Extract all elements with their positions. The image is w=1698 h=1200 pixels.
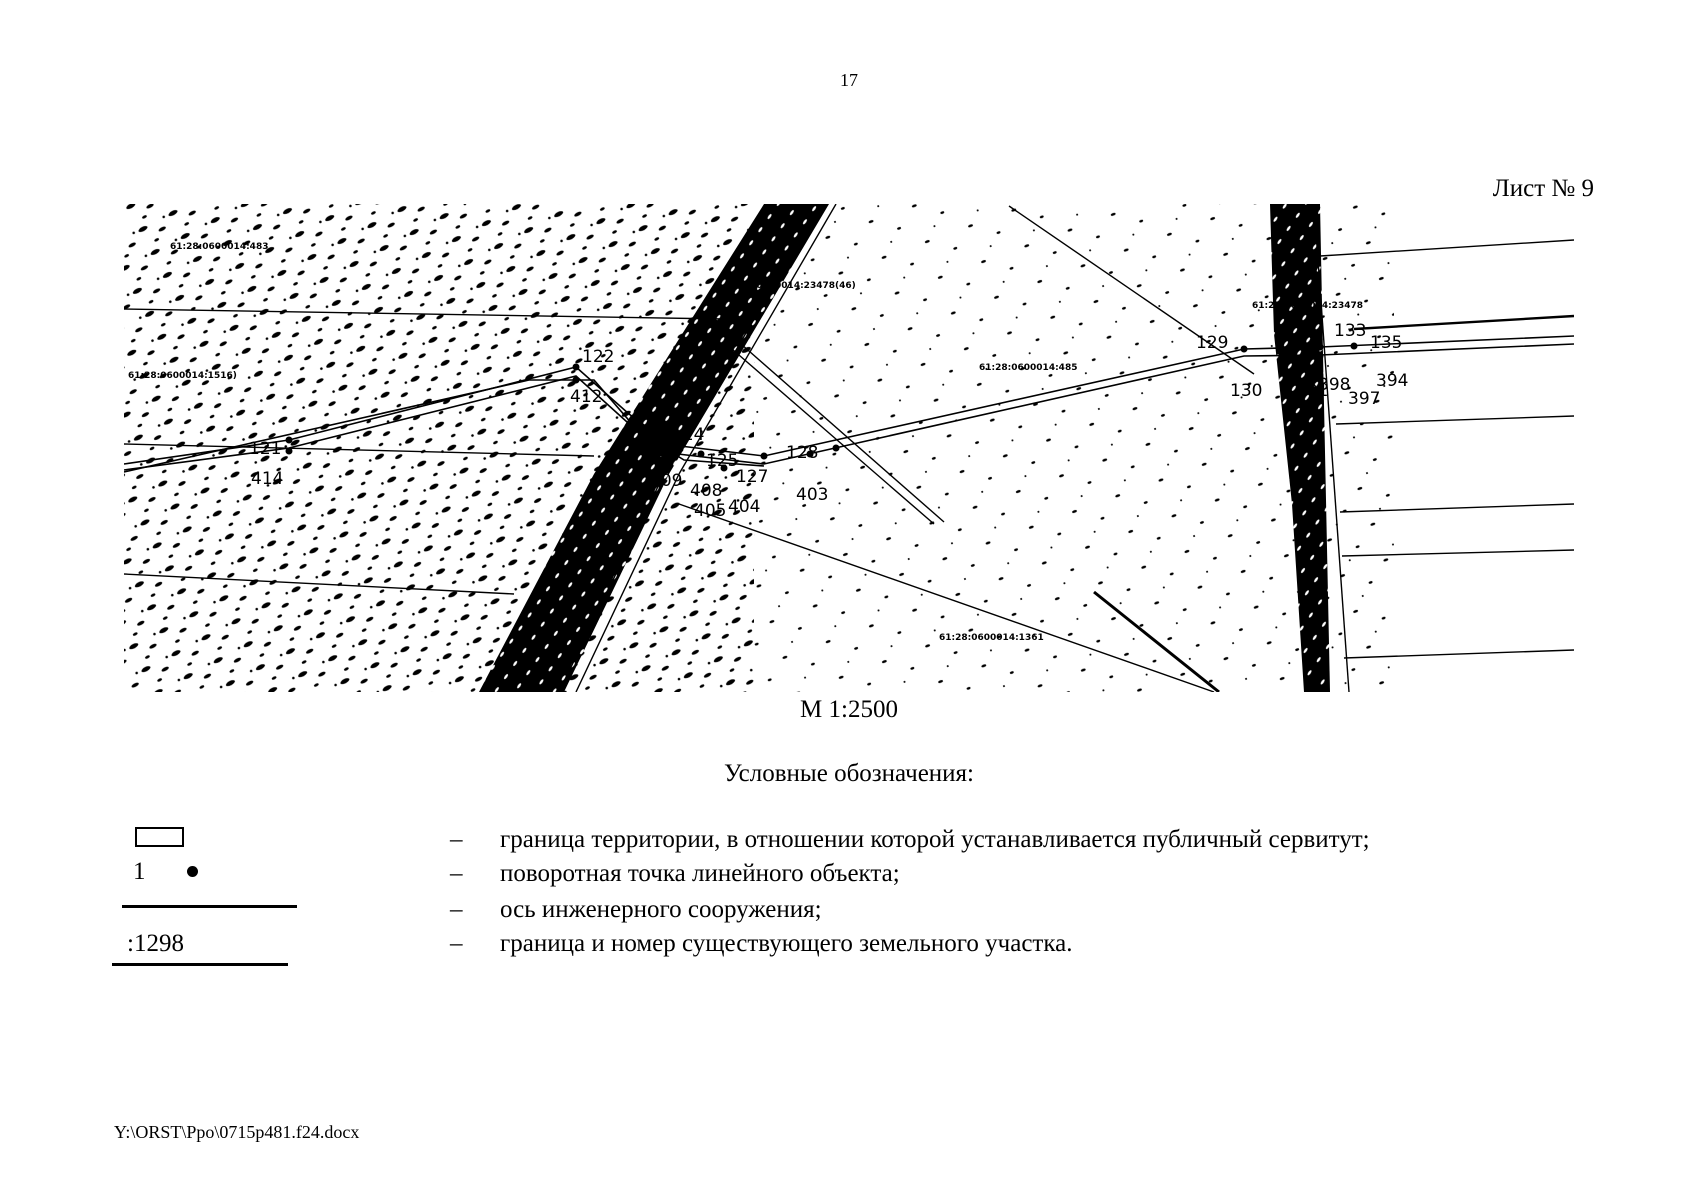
legend-parcel-number: :1298 bbox=[127, 930, 184, 957]
point-label-414: 414 bbox=[251, 469, 283, 489]
point-label-133: 133 bbox=[1334, 321, 1366, 341]
legend-item-text: ось инженерного сооружения; bbox=[500, 896, 822, 923]
point-label-398: 398 bbox=[1318, 375, 1350, 395]
point-label-408: 408 bbox=[690, 481, 722, 501]
road-segment bbox=[1093, 590, 1220, 692]
cadastral-label: 61:28:0600014:23478(46) bbox=[724, 281, 856, 291]
legend-axis-line bbox=[122, 905, 297, 908]
point-label-130: 402 bbox=[1292, 333, 1324, 353]
legend-dash: – bbox=[450, 860, 463, 887]
legend-parcel-line bbox=[112, 963, 288, 966]
point-label-394: 394 bbox=[1376, 371, 1408, 391]
sheet-label: Лист № 9 bbox=[1492, 175, 1594, 202]
file-path-footer: Y:\ORST\Ppo\0715p481.f24.docx bbox=[114, 1122, 360, 1142]
point-label-125: 125 bbox=[706, 451, 738, 471]
map-image: 122 412 121 414 123 124 410 409 125 127 … bbox=[124, 204, 1574, 692]
point-label-124: 124 bbox=[672, 425, 704, 445]
legend-boundary-symbol bbox=[135, 827, 184, 847]
legend-item: – граница и номер существующего земельног… bbox=[450, 930, 1072, 958]
cadastral-label: 61:28:0600014:1361 bbox=[939, 633, 1044, 643]
point-label-405: 405 bbox=[694, 501, 726, 521]
cadastral-label: 61:28:0600014:1516) bbox=[128, 371, 237, 381]
legend-item-text: граница территории, в отношении которой … bbox=[500, 826, 1370, 853]
point-label-412: 412 bbox=[570, 387, 602, 407]
parcel-boundaries bbox=[124, 204, 1574, 692]
point-label-410: 410 bbox=[620, 453, 652, 473]
turning-points bbox=[285, 342, 1358, 472]
point-label-129: 129 bbox=[1196, 333, 1228, 353]
point-label-404: 404 bbox=[728, 497, 760, 517]
point-label-403: 403 bbox=[796, 485, 828, 505]
cadastral-label: 61:28:0600014:483 bbox=[170, 242, 268, 252]
legend-item-text: граница и номер существующего земельного… bbox=[500, 930, 1073, 957]
legend-dash: – bbox=[450, 896, 463, 923]
point-label-402: 130 bbox=[1230, 381, 1262, 401]
legend-title: Условные обозначения: bbox=[723, 760, 975, 787]
legend-item: – граница территории, в отношении которой… bbox=[450, 826, 1370, 854]
tree-belt-vertical bbox=[1270, 204, 1330, 692]
legend-dash: – bbox=[450, 826, 463, 853]
point-label-128: 128 bbox=[786, 443, 818, 463]
node-block bbox=[642, 428, 674, 456]
map-scale: М 1:2500 bbox=[800, 696, 898, 723]
legend-item: – поворотная точка линейного объекта; bbox=[450, 860, 900, 888]
legend-point-dot bbox=[187, 866, 198, 877]
legend-point-number: 1 bbox=[133, 858, 146, 885]
legend-dash: – bbox=[450, 930, 463, 957]
cadastral-label: 61:28:0600014:23478 bbox=[1252, 301, 1363, 311]
point-label-127: 127 bbox=[736, 467, 768, 487]
point-label-397: 397 bbox=[1348, 389, 1380, 409]
point-label-122: 122 bbox=[582, 347, 614, 367]
page-number: 17 bbox=[840, 70, 858, 90]
point-label-123: 123 bbox=[646, 410, 678, 430]
cadastral-label: 61:28:0600014:485 bbox=[979, 363, 1077, 373]
legend-item-text: поворотная точка линейного объекта; bbox=[500, 860, 900, 887]
point-label-401: 401 bbox=[1296, 381, 1328, 401]
point-label-135: 135 bbox=[1370, 333, 1402, 353]
point-label-409: 409 bbox=[650, 471, 682, 491]
legend-item: – ось инженерного сооружения; bbox=[450, 896, 822, 924]
point-label-121: 121 bbox=[249, 439, 281, 459]
